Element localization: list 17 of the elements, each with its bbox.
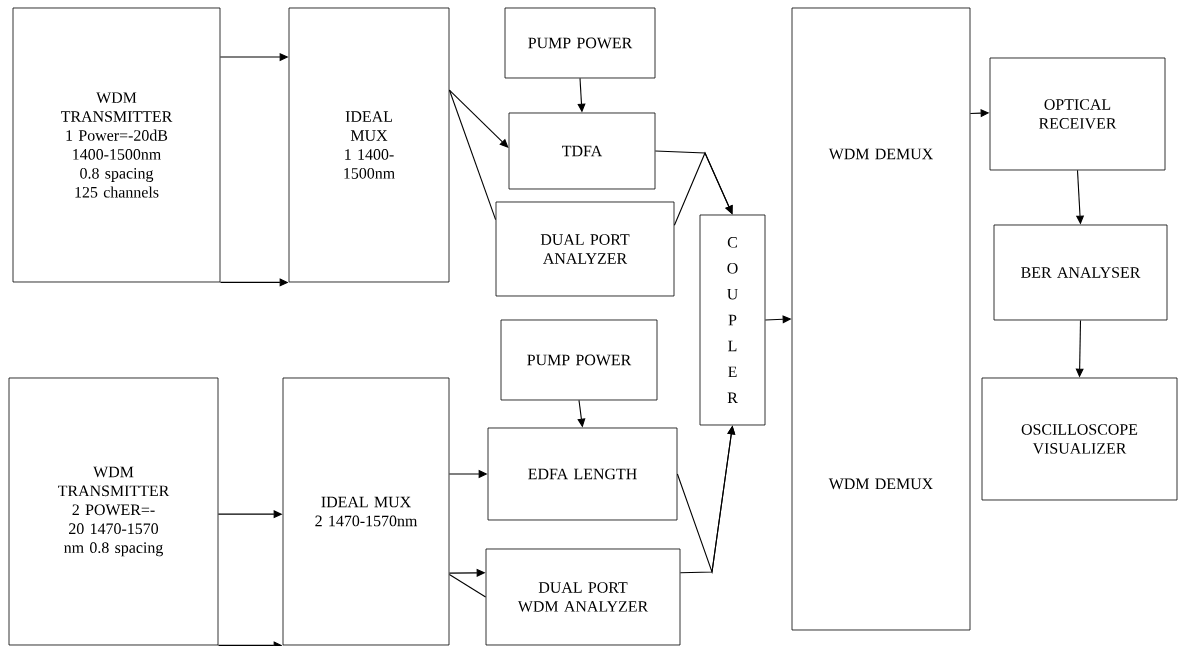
block-box: BER ANALYSER (993, 224, 1168, 321)
block-box: WDM TRANSMITTER 1 Power=-20dB 1400-1500nm 0.8 spacing 125 channels (12, 7, 221, 283)
block-box: DUAL PORT ANALYZER (495, 201, 675, 297)
block-box: DUAL PORT WDM ANALYZER (485, 548, 681, 646)
block-box: IDEAL MUX 1 1400-1500nm (288, 7, 450, 283)
block-box: IDEAL MUX 2 1470-1570nm (282, 377, 450, 646)
block-box: PUMP POWER (504, 7, 656, 79)
block-box: OSCILLOSCOPE VISUALIZER (981, 377, 1178, 501)
block-box: C O U P L E R (699, 214, 766, 426)
block-box: OPTICAL RECEIVER (989, 57, 1166, 171)
block-box: PUMP POWER (500, 319, 658, 401)
arrow (448, 89, 509, 148)
block-box: WDM TRANSMITTER 2 POWER=-20 1470-1570 nm 0.8 spacing (8, 377, 219, 646)
arrow (673, 151, 733, 226)
block-box: TDFA (508, 112, 656, 190)
block-box: EDFA LENGTH (487, 427, 678, 521)
block-box: WDM DEMUX WDM DEMUX (791, 7, 971, 631)
